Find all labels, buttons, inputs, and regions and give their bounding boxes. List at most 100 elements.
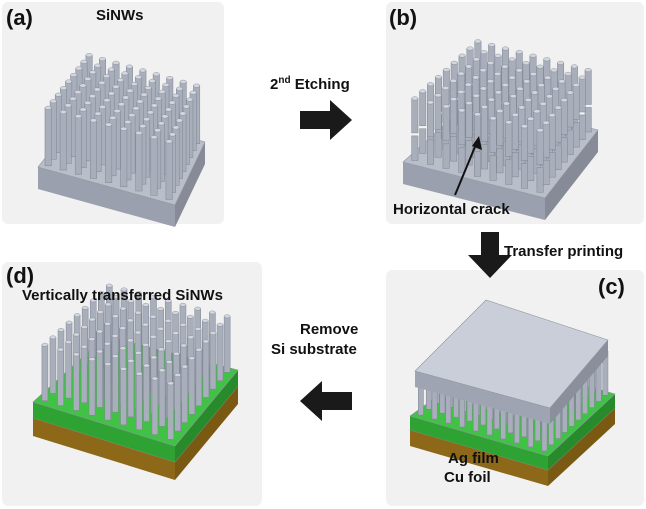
nanowire-tip xyxy=(195,347,203,352)
nanowire-tip xyxy=(70,72,78,77)
cu-foil-label: Cu foil xyxy=(444,469,491,486)
nanowire-tip xyxy=(501,83,509,87)
nanowire-tip xyxy=(172,331,179,335)
nanowire-lower xyxy=(560,137,568,163)
nanowire-tip xyxy=(202,318,209,323)
nanowire-tip xyxy=(472,93,480,98)
nanowire xyxy=(96,349,103,408)
nanowire-lower xyxy=(521,163,528,189)
nanowire xyxy=(181,364,189,423)
nanowire-tip xyxy=(154,128,162,133)
nanowire-tip xyxy=(548,113,556,118)
nanowire xyxy=(104,362,112,421)
nanowire-lower xyxy=(496,148,504,174)
nanowire-lower xyxy=(527,155,535,182)
nanowire-tip xyxy=(474,39,482,44)
nanowire-tip xyxy=(41,342,49,347)
nanowire-tip xyxy=(121,71,129,76)
nanowire-upper xyxy=(419,91,427,127)
nanowire-tip xyxy=(496,108,504,113)
nanowire-tip xyxy=(172,310,179,315)
nanowire-tip xyxy=(458,53,466,58)
nanowire-lower xyxy=(427,139,434,165)
nanowire-tip xyxy=(98,80,106,85)
nanowire-tip xyxy=(466,46,474,51)
nanowire-tip xyxy=(112,354,119,359)
nanowire-upper xyxy=(465,102,473,138)
nanowire-body xyxy=(112,355,119,413)
nanowire-tip xyxy=(216,322,224,327)
nanowire-lower xyxy=(419,128,427,154)
nanowire-tip xyxy=(73,313,81,318)
nanowire xyxy=(474,112,481,177)
nanowire xyxy=(480,105,488,170)
nanowire-upper xyxy=(554,107,562,143)
nanowire-tip xyxy=(472,57,480,62)
nanowire-tip xyxy=(99,104,106,109)
nanowire-tip xyxy=(84,100,92,105)
nanowire-tip xyxy=(187,314,194,319)
nanowire xyxy=(49,335,57,394)
nanowire xyxy=(73,352,80,411)
nanowire-tip xyxy=(88,337,96,341)
nanowire-tip xyxy=(465,64,473,69)
nanowire xyxy=(527,116,535,182)
nanowire-upper xyxy=(480,106,488,142)
transferred-sinw-array xyxy=(32,283,239,480)
nanowire-tip xyxy=(127,359,135,363)
nanowire-tip xyxy=(65,320,73,325)
nanowire-tip xyxy=(434,93,442,98)
nanowire-tip xyxy=(442,104,450,109)
nanowire-body xyxy=(104,363,112,421)
nanowire-upper xyxy=(566,92,574,128)
nanowire-body xyxy=(73,354,80,411)
nanowire-tip xyxy=(55,92,62,97)
nanowire xyxy=(80,344,88,404)
nanowire-tip xyxy=(112,84,120,89)
nanowire-tip xyxy=(511,112,519,117)
nanowire-tip xyxy=(465,101,473,106)
nanowire-tip xyxy=(546,94,553,99)
nanowire-tip xyxy=(162,82,170,87)
nanowire-tip xyxy=(173,351,180,356)
nanowire-tip xyxy=(124,120,132,124)
nanowire-tip xyxy=(143,117,150,122)
nanowire-tip xyxy=(103,98,111,103)
nanowire-lower xyxy=(566,129,574,155)
nanowire-lower xyxy=(572,122,580,148)
nanowire-tip xyxy=(457,71,465,76)
nanowire-tip xyxy=(75,66,83,71)
nanowire xyxy=(505,120,513,185)
nanowire-body xyxy=(150,136,158,196)
sinws-title: SiNWs xyxy=(96,7,144,24)
nanowire-tip xyxy=(109,115,117,120)
nanowire-body xyxy=(44,107,52,167)
nanowire-upper xyxy=(411,98,419,134)
nanowire-tip xyxy=(179,79,187,84)
nanowire-lower xyxy=(584,107,592,133)
nanowire-tip xyxy=(435,75,442,79)
nanowire xyxy=(427,100,434,165)
nanowire-tip xyxy=(539,101,547,106)
etching-step-text: Etching xyxy=(290,76,350,93)
nanowire-tip xyxy=(524,98,532,102)
nanowire-tip xyxy=(134,310,142,315)
nanowire-body xyxy=(57,349,64,406)
nanowire-tip xyxy=(49,99,57,104)
nanowire-tip xyxy=(527,116,535,121)
arrow-down-icon xyxy=(468,232,512,278)
nanowire-tip xyxy=(112,314,119,319)
nanowire-tip xyxy=(151,376,159,381)
nanowire-tip xyxy=(75,114,82,119)
nanowire-tip xyxy=(73,352,80,357)
nanowire-tip xyxy=(536,64,544,69)
cracked-sinw-array xyxy=(402,39,599,220)
nanowire-tip xyxy=(508,75,516,80)
nanowire-tip xyxy=(128,113,136,118)
nanowire-tip xyxy=(150,103,158,108)
nanowire-tip xyxy=(104,362,111,366)
panel-b-label: (b) xyxy=(389,5,418,30)
nanowire-tip xyxy=(150,334,157,339)
si-substrate-c xyxy=(414,299,609,424)
nanowire-body xyxy=(174,374,181,432)
